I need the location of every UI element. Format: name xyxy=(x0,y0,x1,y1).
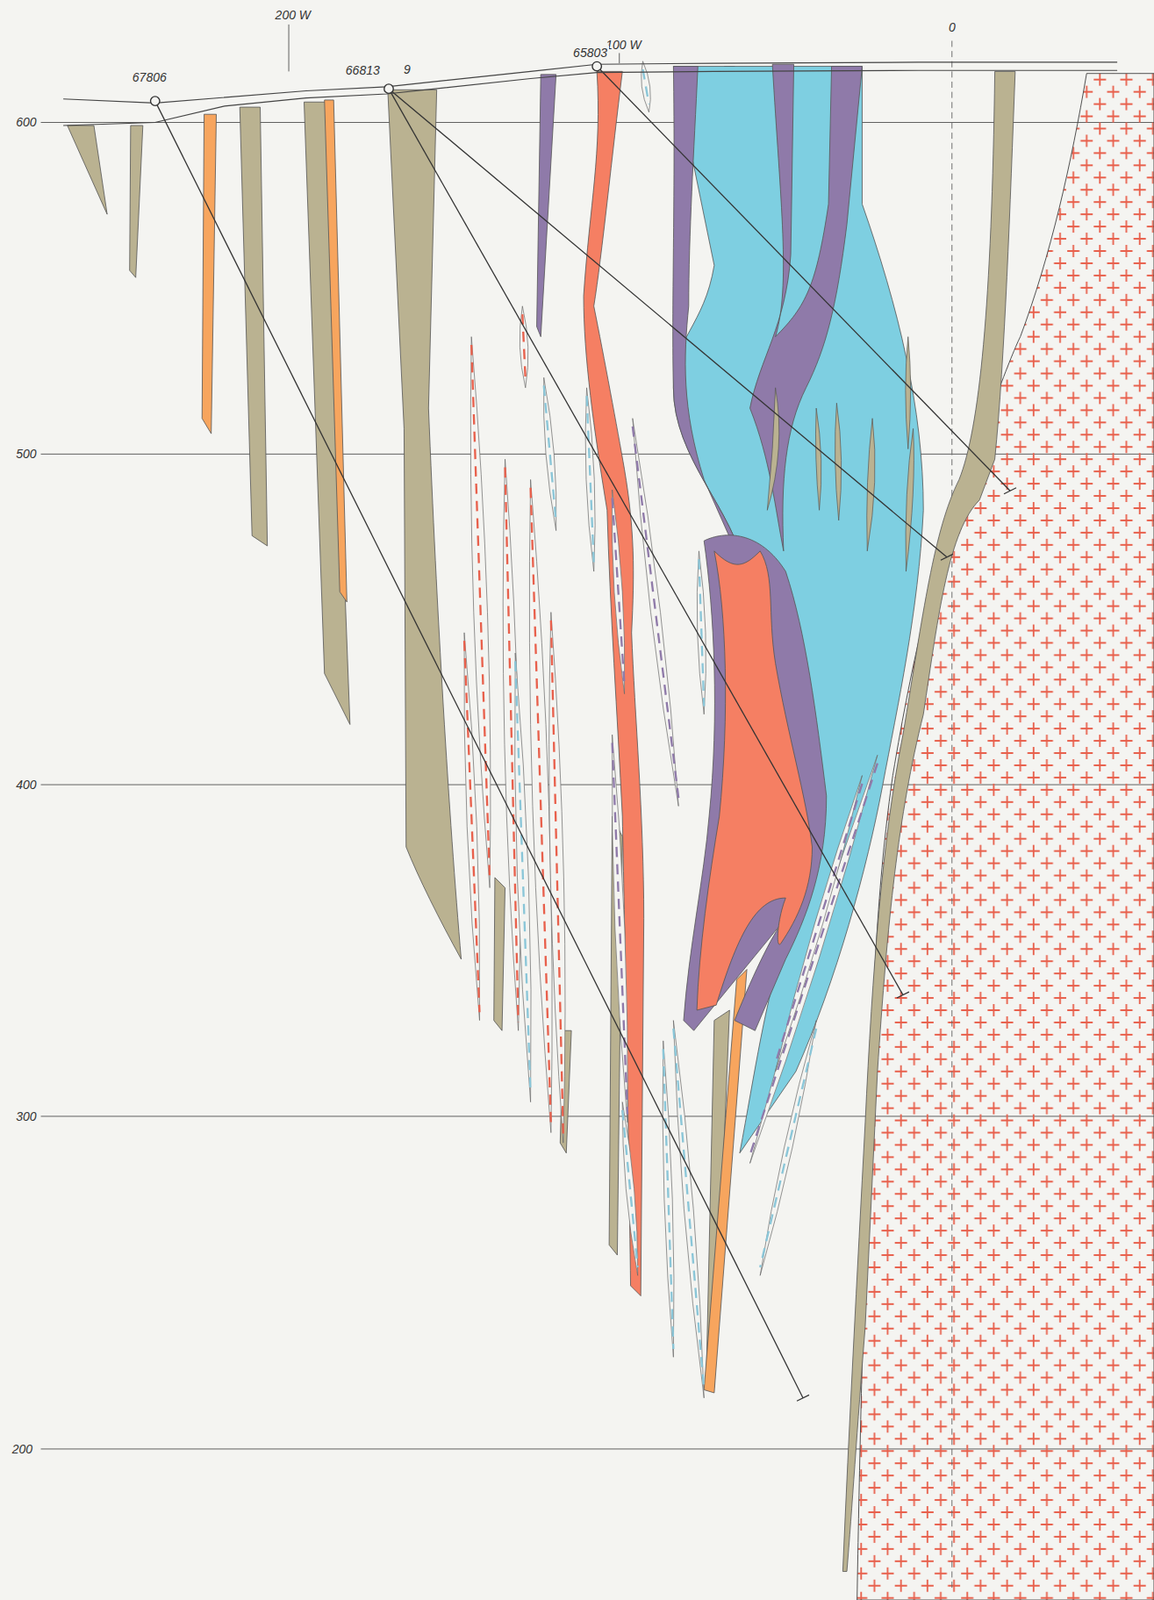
elevation-label: 300 xyxy=(14,1109,38,1124)
dashed-vein xyxy=(612,742,628,1114)
drillhole-label: 9 xyxy=(401,62,413,77)
drillhole-label: 65803 xyxy=(571,45,610,60)
dashed-lens xyxy=(529,479,552,1133)
drillhole-label: 67806 xyxy=(130,70,169,85)
dashed-lens xyxy=(641,61,652,113)
drillhole-label: 66813 xyxy=(344,63,382,78)
dashed-lens xyxy=(622,1102,638,1276)
elevation-label: 500 xyxy=(14,446,38,461)
dashed-vein xyxy=(632,426,679,798)
dashed-vein xyxy=(622,1110,638,1268)
dashed-lens xyxy=(464,632,481,1021)
dashed-vein xyxy=(464,640,480,1012)
dashed-vein xyxy=(759,1028,817,1268)
grid-label: 200 W xyxy=(273,7,313,22)
dashed-vein xyxy=(698,559,704,706)
dashed-lens xyxy=(750,754,878,1163)
grid-label: 0 xyxy=(946,20,958,35)
dashed-lens xyxy=(611,734,628,1123)
dashed-lens xyxy=(611,489,625,695)
dashed-vein xyxy=(551,620,564,1135)
elevation-label: 600 xyxy=(14,114,38,130)
dashed-lens xyxy=(696,551,706,715)
dashed-lens xyxy=(585,387,595,572)
dashed-vein xyxy=(515,660,531,1094)
dashed-lens xyxy=(662,1040,674,1357)
dashed-lens xyxy=(543,377,557,531)
dashed-vein xyxy=(775,783,863,1064)
dashed-vein xyxy=(663,1048,674,1349)
dashed-vein xyxy=(544,385,557,523)
elevation-label: 400 xyxy=(14,777,38,792)
dashed-vein xyxy=(642,69,649,105)
dashed-vein xyxy=(587,395,595,564)
dashed-lens xyxy=(673,1020,704,1398)
dashed-vein xyxy=(750,763,878,1155)
dashed-lens xyxy=(759,1020,817,1276)
grid-label: 100 W xyxy=(603,37,643,52)
dashed-lens xyxy=(775,775,863,1072)
dashed-vein xyxy=(530,487,552,1125)
dashed-vein xyxy=(673,1028,704,1391)
elevation-label: 200 xyxy=(10,1441,35,1456)
dashed-lens xyxy=(632,418,679,807)
dashed-lens xyxy=(519,306,529,388)
dashed-lens xyxy=(549,612,566,1144)
dashed-lens xyxy=(515,652,532,1103)
dashed-vein xyxy=(612,497,625,686)
